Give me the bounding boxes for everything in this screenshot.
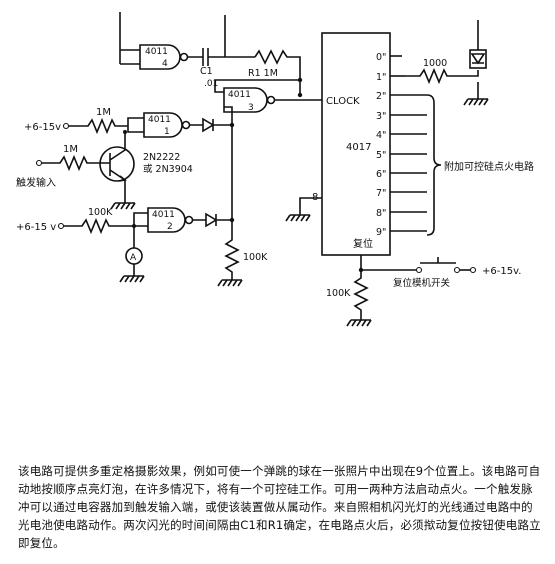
supply-right-label: +6-15v. [482, 266, 521, 277]
ic-output-label-3: 3" [376, 111, 386, 122]
ic-reset-label: 复位 [353, 237, 373, 250]
r-1m-top-label: 1M [96, 107, 111, 118]
ic-output-label-4: 4" [376, 130, 386, 141]
supply-top: +6-15v 1M [24, 107, 144, 135]
ic-output-label-1: 1" [376, 72, 386, 83]
supply-bottom-label: +6-15 v [16, 222, 56, 233]
capacitor-c1: C1 .01 [188, 48, 255, 89]
ic-4017: CLOCK 4017 8 复位 0"1"2"3"4"5"6"7"8"9" [312, 32, 427, 256]
r-100k-gate-label: 100K [243, 252, 268, 263]
supply-top-label: +6-15v [24, 122, 61, 133]
resistor-r1: R1 1M [248, 49, 301, 95]
transistor-2n2222: 2N2222 或 2N3904 [99, 130, 193, 200]
r-1m-trigger-label: 1M [63, 144, 78, 155]
gate-4011-2: 4011 2 [147, 207, 194, 233]
ic-outputs: 0" 1" 2" 3" 4" 5" 6" 7" 8" 9" [376, 52, 427, 238]
gate-4-name: 4011 [145, 47, 168, 57]
description-text: 该电路可提供多重定格摄影效果，例如可使一个弹跳的球在一张照片中出现在9个位置上。… [18, 464, 541, 550]
c1-label: C1 [200, 66, 213, 77]
ic-output-label-2: 2" [376, 91, 386, 102]
reset-circuit: 100K +6-15v. 复位模机开关 [326, 255, 521, 327]
wire-pin8 [299, 197, 322, 215]
ic-output-label-9: 9" [376, 227, 386, 238]
gate-3-name: 4011 [228, 90, 251, 100]
gate-2-name: 4011 [152, 210, 175, 220]
wire-g3-in2 [224, 106, 233, 235]
r-100k-input-label: 100K [88, 207, 113, 218]
output-bracket [426, 94, 442, 236]
gate-2-num: 2 [167, 222, 173, 232]
ic-name: 4017 [346, 142, 371, 153]
gate-4011-4: 4011 4 [139, 44, 189, 70]
wire-g4-inputs [119, 12, 140, 65]
gate-4-num: 4 [162, 59, 168, 69]
gate-4011-1: 4011 1 [143, 112, 191, 138]
gate-1-num: 1 [164, 127, 170, 137]
resistor-100k-gate: 100K [217, 235, 268, 287]
ic-output-label-7: 7" [376, 188, 386, 199]
ic-output-label-8: 8" [376, 208, 386, 219]
led-output: 1000 [405, 20, 489, 106]
diode-2 [193, 212, 232, 228]
transistor-label: 2N2222 [143, 152, 180, 163]
ic-output-label-0: 0" [376, 52, 386, 63]
diode-1 [190, 117, 232, 133]
trigger-input: 1M 触发输入 [16, 144, 110, 189]
supply-bottom: +6-15 v 100K [16, 207, 148, 248]
meter-label: A [130, 253, 137, 263]
r1-label: R1 1M [248, 68, 278, 79]
r-100k-reset-label: 100K [326, 288, 351, 299]
ic-clock-label: CLOCK [326, 96, 360, 107]
gate-4011-3: 4011 3 [223, 87, 276, 113]
transistor-alt-label: 或 2N3904 [143, 163, 193, 175]
wire-g3-feedback [214, 79, 300, 93]
ic-output-label-5: 5" [376, 150, 386, 161]
ground-pin8 [285, 214, 311, 222]
ground-transistor [110, 202, 136, 210]
c1-value: .01 [204, 79, 218, 89]
r-1000-label: 1000 [423, 58, 447, 69]
trigger-input-label: 触发输入 [16, 176, 56, 189]
gate-3-num: 3 [248, 103, 254, 113]
gate-1-name: 4011 [148, 115, 171, 125]
ic-output-label-6: 6" [376, 169, 386, 180]
scr-label: 附加可控硅点火电路 [444, 160, 534, 173]
meter-symbol: A [119, 247, 145, 283]
reset-switch-label: 复位模机开关 [393, 277, 451, 289]
